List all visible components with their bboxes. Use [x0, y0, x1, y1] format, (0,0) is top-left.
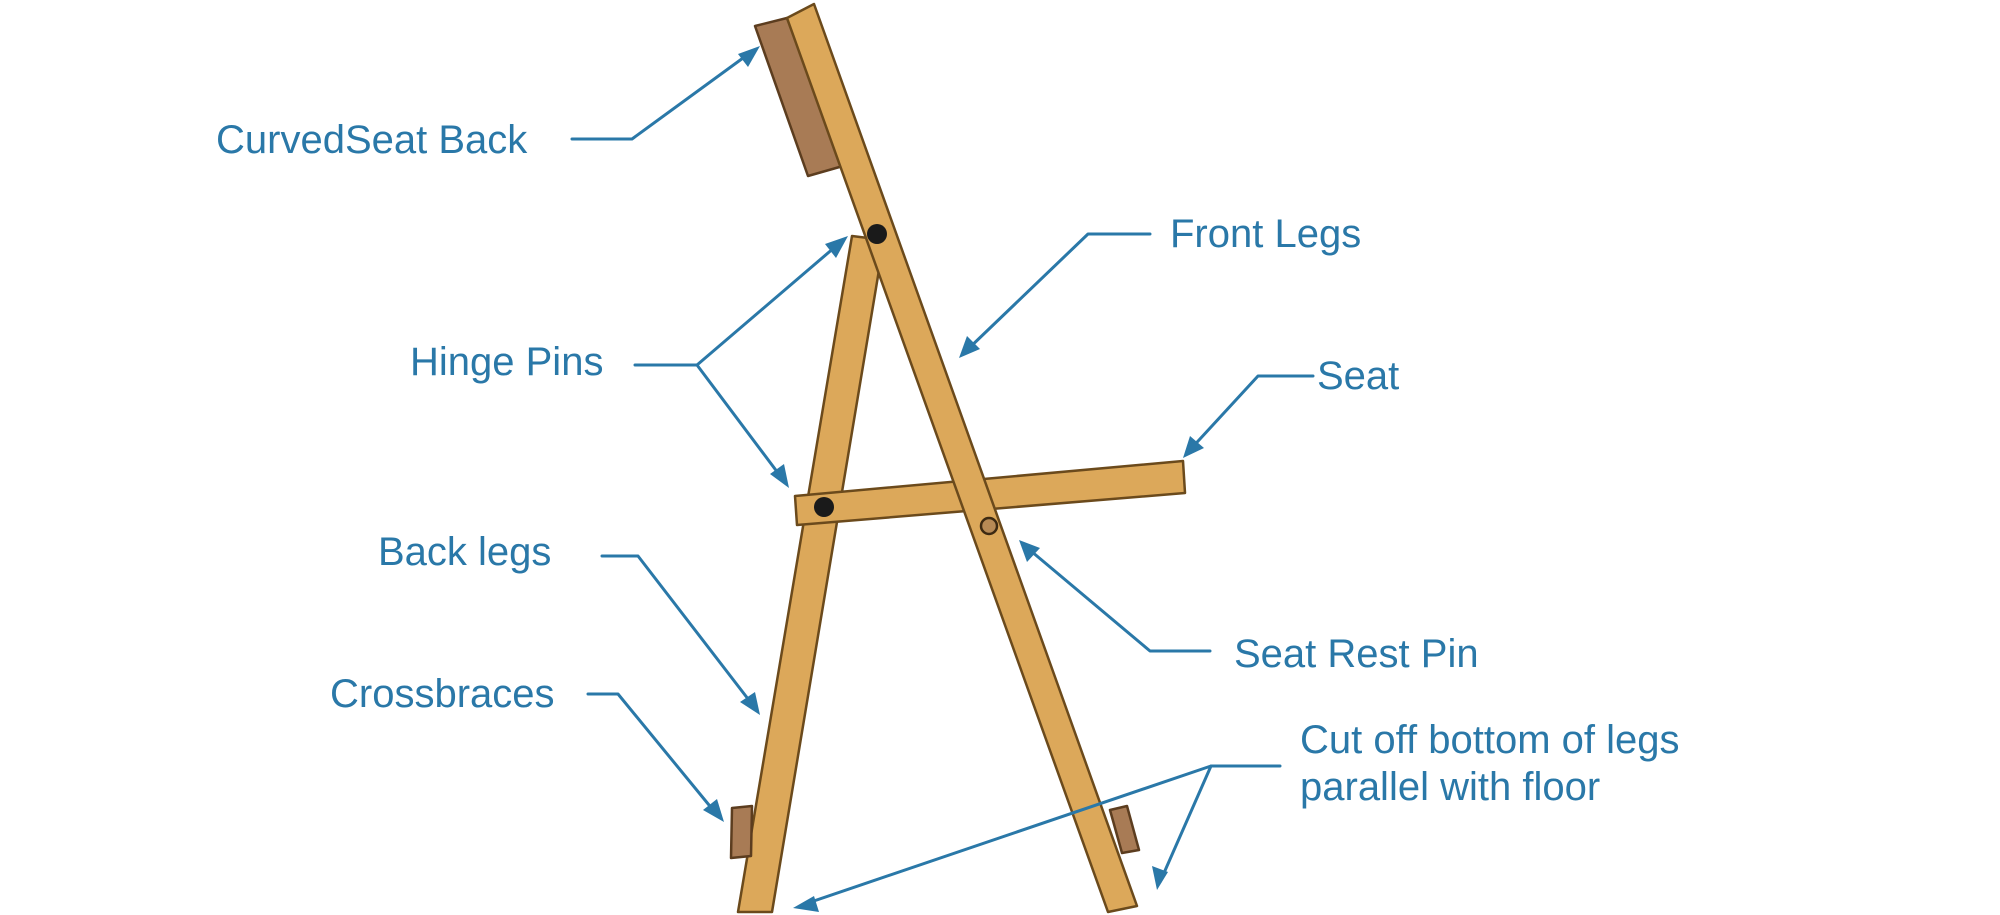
label-hinge-pins: Hinge Pins — [410, 340, 603, 384]
label-crossbraces: Crossbraces — [330, 672, 555, 716]
leader-front-legs — [963, 232, 1152, 354]
leader-cut-off-right — [1158, 764, 1213, 884]
label-cut-off-line2: parallel with floor — [1300, 765, 1600, 809]
leader-lines — [570, 46, 1315, 912]
label-curved-seat-back: CurvedSeat Back — [216, 118, 528, 162]
label-front-legs: Front Legs — [1170, 212, 1361, 256]
arrowhead-hinge-pins-upper — [825, 236, 848, 258]
arrowhead-seat-rest-pin — [1019, 540, 1040, 562]
arrowhead-crossbraces — [703, 799, 724, 822]
leader-curved-seat-back — [570, 48, 756, 141]
crossbrace-front — [1108, 804, 1141, 855]
arrowhead-curved-seat-back — [738, 46, 760, 67]
arrowhead-seat — [1183, 436, 1204, 458]
lower-hinge-pin — [814, 497, 834, 517]
label-seat-rest-pin: Seat Rest Pin — [1234, 632, 1479, 676]
seat-rest-pin — [979, 516, 999, 536]
leader-crossbraces — [586, 692, 720, 818]
arrowhead-cut-off-left — [793, 896, 819, 912]
arrowhead-back-legs — [740, 692, 760, 715]
label-cut-off-line1: Cut off bottom of legs — [1300, 718, 1679, 762]
crossbrace-back — [729, 804, 754, 860]
leader-hinge-pins-lower — [695, 363, 786, 483]
leader-seat-rest-pin — [1023, 544, 1212, 653]
leader-seat — [1186, 374, 1315, 454]
label-back-legs: Back legs — [378, 530, 551, 574]
leader-cut-off-left — [800, 764, 1282, 907]
leader-back-legs — [600, 554, 757, 710]
arrowhead-cut-off-right — [1152, 866, 1168, 890]
arrowhead-hinge-pins-lower — [770, 464, 789, 488]
label-seat: Seat — [1317, 354, 1399, 398]
arrowhead-front-legs — [959, 336, 980, 358]
leader-hinge-pins-upper — [633, 239, 844, 367]
labels: CurvedSeat Back Front Legs Hinge Pins Se… — [216, 118, 1679, 809]
back-leg — [736, 234, 886, 914]
chair-illustration — [729, 2, 1187, 914]
upper-hinge-pin — [867, 224, 887, 244]
